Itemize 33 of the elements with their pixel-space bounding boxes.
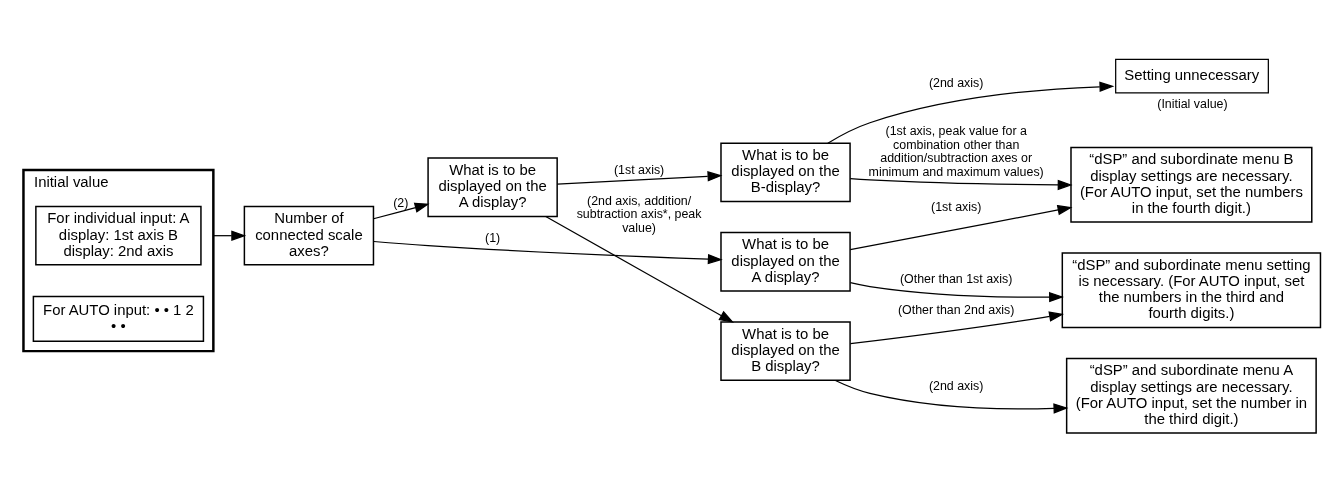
arrow [373,240,723,265]
arrow [834,379,1069,414]
arrow [849,311,1064,345]
arrow [827,81,1115,144]
edge-label: (Other than 1st axis) [899,271,1013,286]
arrow [849,282,1064,303]
edge-label: (2nd axis) [928,75,984,90]
edge-label: (1st axis) [613,162,665,177]
node-box: What is to be displayed on the B display? [720,321,851,382]
node-box: Setting unnecessary [1115,58,1269,94]
node-box: What is to be displayed on the B-display? [720,142,851,203]
node-box: “dSP” and subordinate menu B display settings are necessary. (For AUTO input, set the numbers in the fourth digit.) [1070,146,1313,223]
node-box: For AUTO input: • • 1 2 • • [32,295,205,342]
node-label: (Initial value) [1157,96,1228,111]
node-box: “dSP” and subordinate menu A display settings are necessary. (For AUTO input, set the number in the third digit.) [1065,357,1317,434]
edge-label: (2nd axis, addition/ subtraction axis*, peak value) [576,193,702,235]
edge-label: (1) [485,230,501,245]
arrow [212,230,247,241]
edge-label: (Other than 2nd axis) [897,302,1015,317]
edge-label: (2) [393,196,409,211]
arrow [372,202,430,220]
edge-label: (1st axis, peak value for a combination other than addition/subtraction axes or minimum and maximum values) [868,124,1044,180]
edge-label: (1st axis) [931,199,982,214]
node-box: Number of connected scale axes? [243,205,375,266]
node-box: What is to be displayed on the A display? [427,157,558,218]
arrow [556,171,723,185]
edge-label: (2nd axis) [928,378,984,393]
arrow [545,215,734,323]
arrow [849,177,1073,191]
node-box: For individual input: A display: 1st axis B display: 2nd axis [35,205,202,266]
node-box: “dSP” and subordinate menu setting is necessary. (For AUTO input, set the numbers in the third and fourth digits.) [1061,252,1322,329]
node-box: What is to be displayed on the A display? [720,231,851,292]
arrow [849,204,1073,251]
